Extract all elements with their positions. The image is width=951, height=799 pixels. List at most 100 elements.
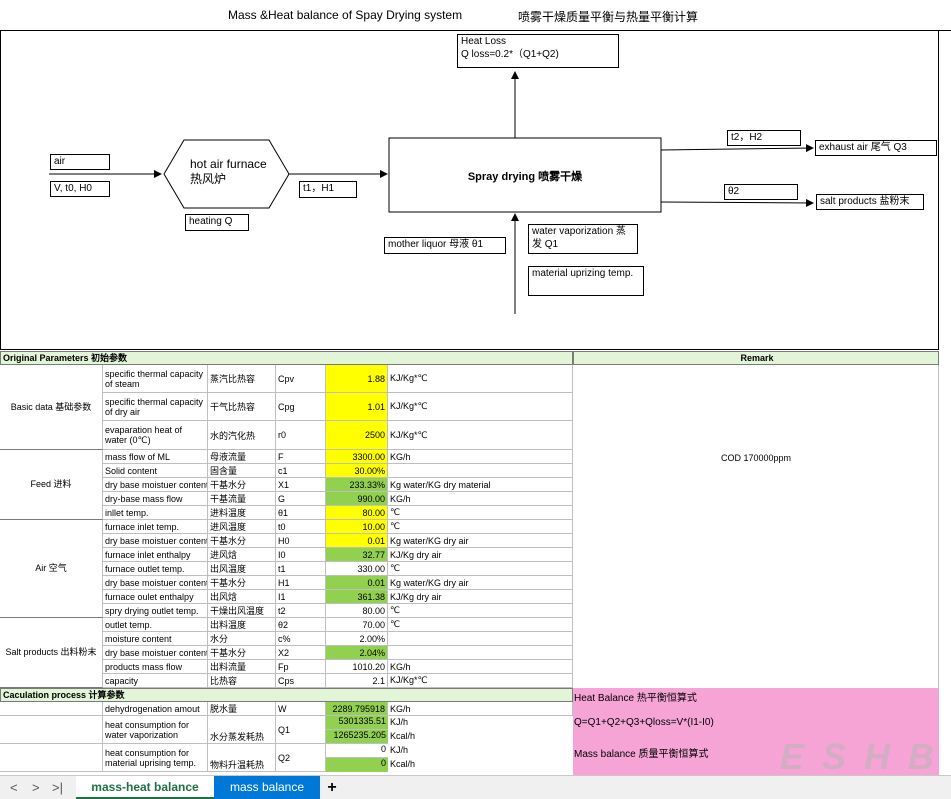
mass-balance-label[interactable]: Mass balance 质量平衡恒算式 bbox=[574, 749, 709, 760]
cell-value[interactable]: 70.00 bbox=[326, 618, 388, 632]
cell-value[interactable]: 0.01 bbox=[326, 576, 388, 590]
cell-cn[interactable]: 比热容 bbox=[208, 674, 276, 688]
cell-value[interactable]: 2.1 bbox=[326, 674, 388, 688]
cell-en[interactable]: products mass flow bbox=[103, 660, 208, 674]
tab-scroll-last-icon[interactable]: >| bbox=[52, 780, 63, 795]
cell-symbol[interactable]: t2 bbox=[276, 604, 326, 618]
cell-cn[interactable]: 进料温度 bbox=[208, 506, 276, 520]
cell-en[interactable]: inllet temp. bbox=[103, 506, 208, 520]
cell-symbol[interactable]: X1 bbox=[276, 478, 326, 492]
cell-symbol[interactable]: I1 bbox=[276, 590, 326, 604]
cell-unit[interactable]: KG/h bbox=[388, 492, 573, 506]
cell-value[interactable]: 80.00 bbox=[326, 604, 388, 618]
cell-unit[interactable]: KG/h bbox=[388, 450, 573, 464]
cell-unit[interactable] bbox=[388, 464, 573, 478]
tab-scroll-right-icon[interactable]: > bbox=[32, 780, 40, 795]
cell-en[interactable]: moisture content bbox=[103, 632, 208, 646]
tab-mass-balance[interactable]: mass balance bbox=[214, 776, 320, 799]
cell-cn[interactable]: 水分蒸发耗热 bbox=[208, 716, 276, 744]
cell-value-kj[interactable]: 5301335.51 bbox=[326, 716, 388, 730]
cell-cn[interactable]: 物料升温耗热 bbox=[208, 744, 276, 772]
cell-unit[interactable]: ℃ bbox=[388, 562, 573, 576]
cell-symbol[interactable]: H0 bbox=[276, 534, 326, 548]
tab-scroll-left-icon[interactable]: < bbox=[10, 780, 18, 795]
cell-value[interactable]: 3300.00 bbox=[326, 450, 388, 464]
cell-value[interactable]: 361.38 bbox=[326, 590, 388, 604]
cell-cn[interactable]: 进风温度 bbox=[208, 520, 276, 534]
cell-cn[interactable]: 干燥出风温度 bbox=[208, 604, 276, 618]
cell-value-kcal[interactable]: 0 bbox=[326, 758, 388, 772]
cell-symbol[interactable]: F bbox=[276, 450, 326, 464]
cell-cn[interactable]: 水的汽化热 bbox=[208, 421, 276, 450]
cell-symbol[interactable]: Cpv bbox=[276, 365, 326, 393]
cell-unit[interactable]: KJ/Kg*℃ bbox=[388, 421, 573, 450]
cell-unit[interactable] bbox=[388, 632, 573, 646]
cell-cn[interactable]: 母液流量 bbox=[208, 450, 276, 464]
cell-value[interactable]: 2500 bbox=[326, 421, 388, 450]
cell-cn[interactable]: 出料流量 bbox=[208, 660, 276, 674]
cell-en[interactable]: Solid content bbox=[103, 464, 208, 478]
cell-unit[interactable]: ℃ bbox=[388, 520, 573, 534]
cell-unit[interactable] bbox=[388, 646, 573, 660]
cell-symbol[interactable]: Fp bbox=[276, 660, 326, 674]
cell-value[interactable]: 1010.20 bbox=[326, 660, 388, 674]
cell-value-kj[interactable]: 0 bbox=[326, 744, 388, 758]
cell-value[interactable]: 233.33% bbox=[326, 478, 388, 492]
cell-en[interactable]: dry base moistuer content bbox=[103, 478, 208, 492]
cell-value[interactable]: 2289.795918 bbox=[326, 702, 388, 716]
cell-symbol[interactable]: t1 bbox=[276, 562, 326, 576]
cell-symbol[interactable]: G bbox=[276, 492, 326, 506]
cell-en[interactable]: dry-base mass flow bbox=[103, 492, 208, 506]
cell-en[interactable]: capacity bbox=[103, 674, 208, 688]
cell-symbol[interactable]: c% bbox=[276, 632, 326, 646]
cell-symbol[interactable]: θ2 bbox=[276, 618, 326, 632]
cell-cn[interactable]: 干基流量 bbox=[208, 492, 276, 506]
cell-cn[interactable]: 出风温度 bbox=[208, 562, 276, 576]
cell-symbol[interactable]: r0 bbox=[276, 421, 326, 450]
cell-unit[interactable]: KJ/Kg*℃ bbox=[388, 674, 573, 688]
cell-unit[interactable]: KJ/Kg*℃ bbox=[388, 365, 573, 393]
cell-en[interactable]: outlet temp. bbox=[103, 618, 208, 632]
cell-unit[interactable]: KG/h bbox=[388, 660, 573, 674]
cell-cn[interactable]: 干基水分 bbox=[208, 646, 276, 660]
cell-unit-kcal[interactable]: Kcal/h bbox=[390, 759, 416, 769]
cell-symbol[interactable]: Q1 bbox=[276, 716, 326, 744]
cell-value[interactable]: 990.00 bbox=[326, 492, 388, 506]
cell-symbol[interactable]: Cpg bbox=[276, 393, 326, 421]
cell-symbol[interactable]: c1 bbox=[276, 464, 326, 478]
cell-en[interactable]: specific thermal capacity of dry air bbox=[103, 393, 208, 421]
cell-cn[interactable]: 蒸汽比热容 bbox=[208, 365, 276, 393]
add-sheet-button[interactable]: + bbox=[327, 779, 337, 796]
cell-unit[interactable]: KJ/Kg dry air bbox=[388, 548, 573, 562]
cell-cn[interactable]: 干基水分 bbox=[208, 576, 276, 590]
heat-balance-formula[interactable]: Q=Q1+Q2+Q3+Qloss=V*(I1-I0) bbox=[574, 717, 714, 728]
cell-unit-kj[interactable]: KJ/h bbox=[390, 717, 409, 727]
cell-unit[interactable]: KJ/Kg*℃ bbox=[388, 393, 573, 421]
cell-symbol[interactable]: t0 bbox=[276, 520, 326, 534]
cell-cn[interactable]: 水分 bbox=[208, 632, 276, 646]
cell-en[interactable]: dry base moistuer content bbox=[103, 534, 208, 548]
cell-symbol[interactable]: H1 bbox=[276, 576, 326, 590]
cell-value[interactable]: 2.00% bbox=[326, 632, 388, 646]
cell-unit[interactable]: ℃ bbox=[388, 604, 573, 618]
cell-cn[interactable]: 干基水分 bbox=[208, 478, 276, 492]
cell-symbol[interactable]: θ1 bbox=[276, 506, 326, 520]
cell-cn[interactable]: 干气比热容 bbox=[208, 393, 276, 421]
cell-value[interactable]: 80.00 bbox=[326, 506, 388, 520]
cell-symbol[interactable]: Cps bbox=[276, 674, 326, 688]
cell-unit[interactable]: ℃ bbox=[388, 618, 573, 632]
cell-value[interactable]: 0.01 bbox=[326, 534, 388, 548]
cell-en[interactable]: heat consumption for material uprising t… bbox=[103, 744, 208, 772]
cell-value[interactable]: 1.88 bbox=[326, 365, 388, 393]
cell-value[interactable]: 2.04% bbox=[326, 646, 388, 660]
cell-unit[interactable]: Kg water/KG dry air bbox=[388, 576, 573, 590]
cell-cn[interactable]: 固含量 bbox=[208, 464, 276, 478]
cell-en[interactable]: mass flow of ML bbox=[103, 450, 208, 464]
cell-cn[interactable]: 进风焓 bbox=[208, 548, 276, 562]
cell-en[interactable]: dehydrogenation amout bbox=[103, 702, 208, 716]
cell-en[interactable]: dry base moistuer content bbox=[103, 576, 208, 590]
cell-cn[interactable]: 脱水量 bbox=[208, 702, 276, 716]
cell-en[interactable]: furnace outlet temp. bbox=[103, 562, 208, 576]
cell-unit-kcal[interactable]: Kcal/h bbox=[390, 731, 416, 741]
cell-value[interactable]: 1.01 bbox=[326, 393, 388, 421]
